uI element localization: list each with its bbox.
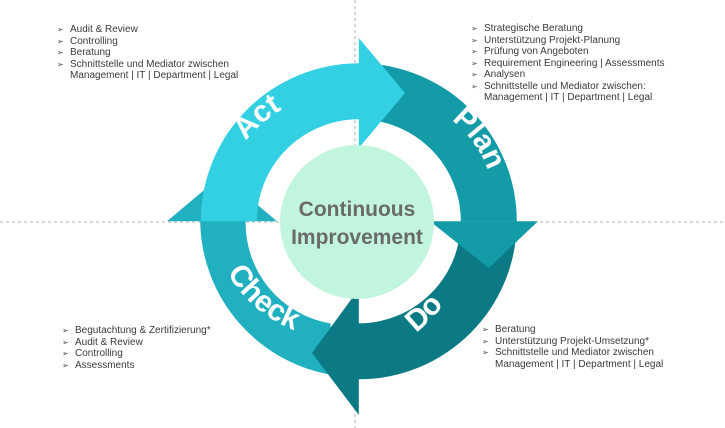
- act-segment: [200, 38, 405, 222]
- list-item: Requirement Engineering | Assessments: [471, 58, 721, 70]
- center-title-line2: Improvement: [291, 226, 423, 249]
- list-item: Beratung: [57, 47, 287, 59]
- list-item: Analysen: [471, 69, 721, 81]
- list-item: Controlling: [57, 36, 287, 48]
- act-annotation-list: Audit & Review Controlling Beratung Schn…: [57, 24, 287, 82]
- do-annotation-list: Beratung Unterstützung Projekt-Umsetzung…: [482, 324, 717, 370]
- center-title-line1: Continuous: [299, 198, 416, 221]
- list-item: Assessments: [62, 360, 302, 372]
- do-segment: [312, 221, 517, 415]
- list-item: Strategische Beratung: [471, 23, 721, 35]
- plan-arrowhead: [430, 221, 538, 268]
- list-item: Beratung: [482, 324, 717, 336]
- center-circle: [280, 145, 434, 299]
- list-item: Schnittstelle und Mediator zwischen:Mana…: [471, 81, 721, 104]
- list-item: Unterstützung Projekt-Planung: [471, 35, 721, 47]
- list-item: Unterstützung Projekt-Umsetzung*: [482, 336, 717, 348]
- list-item: Controlling: [62, 348, 302, 360]
- check-annotation-list: Begutachtung & Zertifizierung* Audit & R…: [62, 325, 302, 371]
- list-item: Prüfung von Angeboten: [471, 46, 721, 58]
- list-item: Schnittstelle und Mediator zwischenManag…: [482, 347, 717, 370]
- list-item: Audit & Review: [62, 337, 302, 349]
- plan-segment: [358, 63, 517, 222]
- list-item: Schnittstelle und Mediator zwischenManag…: [57, 59, 287, 82]
- plan-annotation-list: Strategische Beratung Unterstützung Proj…: [471, 23, 721, 104]
- list-item: Begutachtung & Zertifizierung*: [62, 325, 302, 337]
- list-item: Audit & Review: [57, 24, 287, 36]
